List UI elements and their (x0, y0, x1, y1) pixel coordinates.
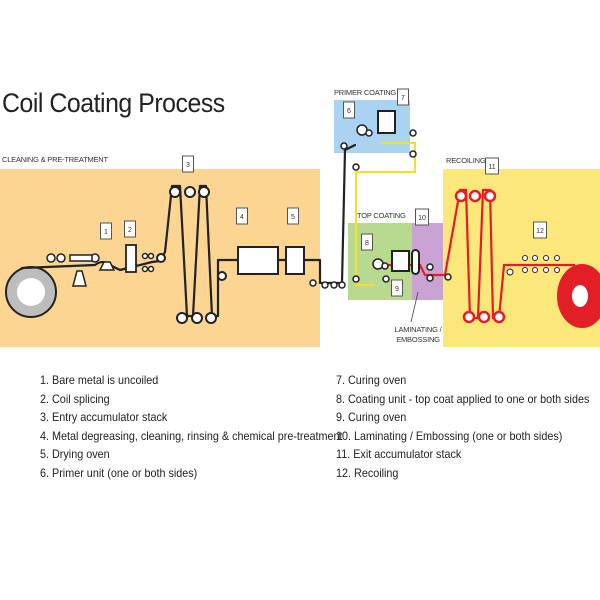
step-marker-label: 11 (488, 164, 495, 171)
step-marker-12: 12 (533, 221, 547, 239)
legend-item: 11. Exit accumulator stack (336, 447, 462, 462)
splicer-unit (125, 244, 137, 273)
curing-oven-primer (377, 110, 396, 134)
legend-item: 9. Curing oven (336, 410, 407, 425)
step-marker-3: 3 (182, 155, 194, 173)
drying-oven (285, 246, 305, 275)
entry-accumulator-rollers (156, 186, 227, 324)
legend-item: 3. Entry accumulator stack (40, 410, 168, 425)
step-marker-7: 7 (397, 88, 409, 106)
section-label-recoiling: RECOILING (446, 156, 486, 165)
step-marker-4: 4 (236, 207, 248, 225)
exit-accumulator-rollers (454, 189, 506, 324)
shear-support (72, 270, 87, 287)
legend-item: 5. Drying oven (40, 447, 110, 462)
legend-right: 7. Curing oven 8. Coating unit - top coa… (336, 371, 589, 483)
laminating-line-1: LAMINATING / (394, 325, 442, 334)
section-label-laminating: LAMINATING / EMBOSSING (393, 325, 443, 345)
recoil-pinch-rollers (506, 255, 560, 276)
laminating-pointer (410, 291, 419, 323)
curing-oven-top (391, 250, 410, 272)
step-marker-6: 6 (343, 101, 355, 119)
step-marker-label: 5 (291, 214, 295, 221)
step-marker-label: 2 (128, 227, 132, 234)
section-label-top-coating: TOP COATING (357, 211, 406, 220)
strip-primer (354, 141, 417, 287)
legend-item: 8. Coating unit - top coat applied to on… (336, 391, 590, 406)
step-marker-1: 1 (100, 222, 112, 240)
step-marker-label: 10 (418, 215, 426, 222)
legend-item: 10. Laminating / Embossing (one or both … (336, 428, 563, 443)
step-marker-2: 2 (124, 220, 136, 238)
step-marker-label: 8 (365, 240, 369, 247)
step-marker-label: 1 (104, 229, 108, 236)
step-marker-9: 9 (391, 279, 403, 297)
step-marker-label: 6 (347, 108, 351, 115)
uncoil-reel (5, 266, 57, 318)
step-marker-8: 8 (361, 233, 373, 251)
splicer-support (98, 261, 116, 271)
primer-rollers (340, 124, 417, 171)
top-coating-rollers (352, 258, 452, 283)
pretreatment-unit (237, 246, 279, 275)
laminating-roller (411, 249, 420, 275)
legend-item: 7. Curing oven (336, 373, 407, 387)
legend-item: 12. Recoiling (336, 465, 399, 480)
step-marker-label: 3 (186, 162, 190, 169)
shear-table (69, 254, 93, 262)
legend-item: 1. Bare metal is uncoiled (40, 373, 159, 387)
step-marker-label: 12 (536, 228, 544, 235)
step-marker-label: 4 (240, 214, 244, 221)
legend-item: 4. Metal degreasing, cleaning, rinsing &… (40, 428, 343, 443)
legend-item: 6. Primer unit (one or both sides) (40, 465, 198, 480)
step-marker-11: 11 (485, 157, 499, 175)
diagram-title: Coil Coating Process (2, 88, 225, 118)
legend-item: 2. Coil splicing (40, 391, 110, 406)
section-label-primer: PRIMER COATING (334, 88, 397, 97)
laminating-line-2: EMBOSSING (396, 335, 440, 344)
step-marker-label: 7 (401, 95, 405, 102)
uncoil-rollers (46, 252, 346, 289)
legend-left: 1. Bare metal is uncoiled 2. Coil splici… (40, 371, 343, 483)
section-label-cleaning: CLEANING & PRE-TREATMENT (2, 155, 108, 164)
step-marker-label: 9 (395, 286, 399, 293)
recoil-reel (557, 264, 600, 328)
step-marker-5: 5 (287, 207, 299, 225)
step-marker-10: 10 (415, 208, 429, 226)
